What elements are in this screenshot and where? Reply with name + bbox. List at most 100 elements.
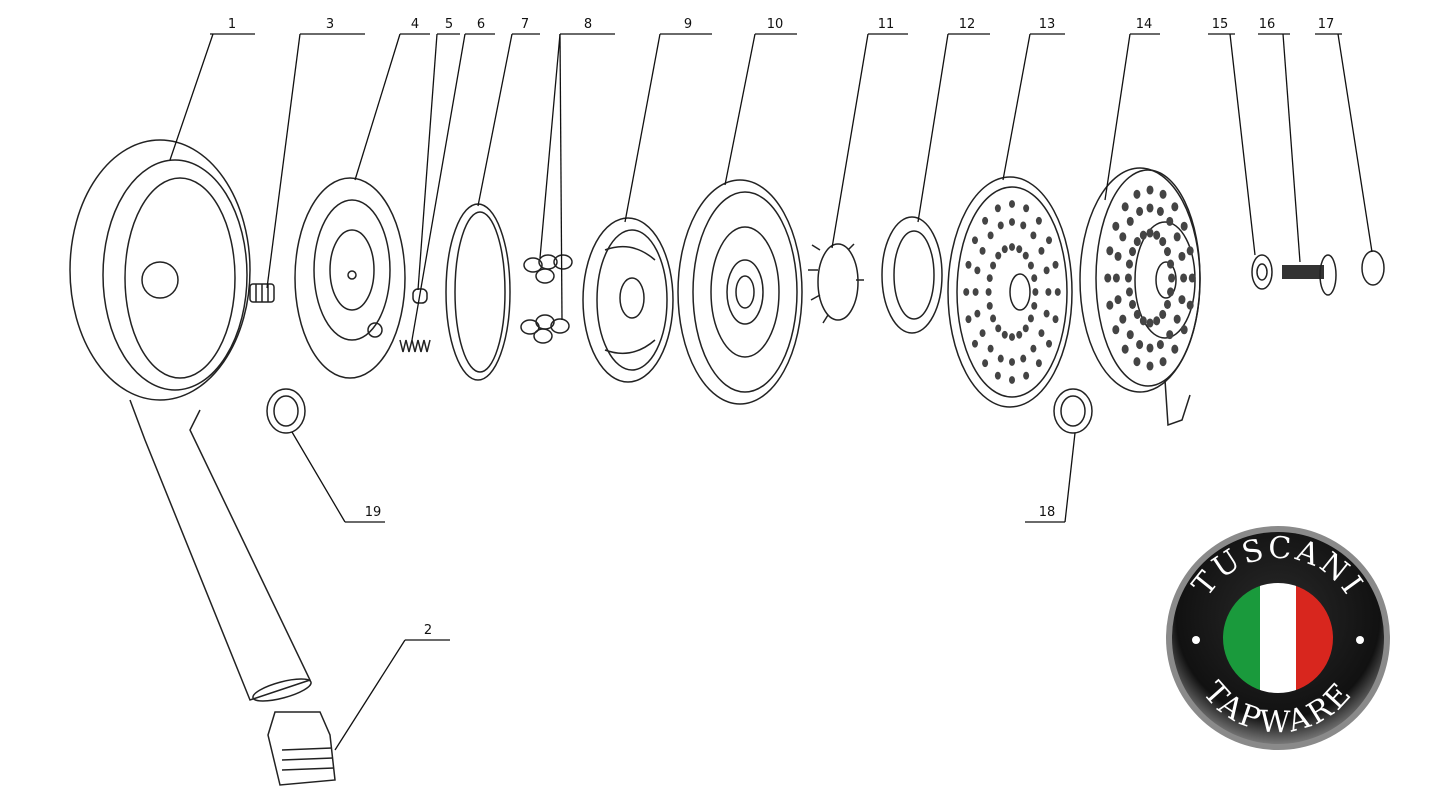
nozzle-hole [1009, 243, 1015, 251]
leader-line [1104, 33, 1131, 201]
nozzle-hole [1156, 206, 1164, 216]
nozzle-hole [982, 359, 989, 368]
nozzle-hole [1133, 237, 1141, 247]
nozzle-hole [965, 260, 972, 269]
part-7-seal-ring [445, 203, 511, 381]
nozzle-hole [1133, 189, 1141, 199]
callout-4: 4 [354, 17, 430, 181]
leader-line [559, 33, 563, 321]
nozzle-hole [1168, 273, 1176, 283]
nozzle-hole [1023, 371, 1030, 380]
callout-8: 8 [539, 17, 615, 321]
nozzle-hole [1136, 206, 1144, 216]
nozzle-hole [1027, 261, 1034, 270]
nozzle-hole [1114, 251, 1122, 261]
nozzle-hole [1009, 376, 1015, 384]
part-number-label: 19 [365, 505, 382, 520]
nozzle-hole [1121, 202, 1129, 212]
nozzle-hole [1046, 339, 1053, 348]
nozzle-hole [1125, 287, 1133, 297]
tuscani-tapware-logo: TUSCANI TAPWARE [1166, 526, 1390, 750]
nozzle-hole [1009, 333, 1015, 341]
nozzle-hole [1030, 344, 1037, 353]
nozzle-hole [1163, 299, 1171, 310]
nozzle-hole [1126, 330, 1134, 340]
nozzle-hole [997, 354, 1004, 363]
nozzle-hole [1159, 309, 1167, 319]
leader-line [417, 33, 438, 291]
nozzle-hole [1159, 357, 1167, 367]
leader-line [831, 33, 869, 249]
nozzle-hole [1038, 329, 1045, 338]
nozzle-hole [990, 261, 997, 270]
nozzle-hole [1020, 354, 1027, 363]
callout-9: 9 [624, 17, 712, 223]
nozzle-hole [1166, 330, 1174, 340]
part-3-nipple [249, 283, 275, 303]
nozzle-hole [974, 309, 981, 318]
nozzle-hole [1023, 204, 1030, 213]
nozzle-hole [1173, 232, 1181, 242]
nozzle-hole [1112, 221, 1120, 231]
part-number-label: 12 [959, 17, 976, 32]
leader-line [1282, 33, 1301, 263]
nozzle-hole [997, 221, 1004, 230]
nozzle-hole [1146, 185, 1154, 195]
nozzle-hole [1052, 260, 1059, 269]
leader-line [1229, 33, 1256, 256]
leader-line [291, 431, 346, 523]
leader-line [354, 33, 401, 181]
callout-6: 6 [411, 17, 495, 341]
part-number-label: 14 [1136, 17, 1153, 32]
nozzle-hole [1119, 314, 1127, 324]
nozzle-hole [1146, 203, 1154, 213]
leader-line [624, 33, 661, 223]
nozzle-hole [972, 288, 979, 296]
nozzle-hole [1027, 314, 1034, 323]
nozzle-hole [979, 329, 986, 338]
part-16-screw [1282, 254, 1337, 296]
nozzle-hole [987, 344, 994, 353]
callout-18: 18 [1025, 432, 1076, 523]
nozzle-hole [982, 216, 989, 225]
callout-15: 15 [1208, 17, 1256, 256]
nozzle-hole [1171, 202, 1179, 212]
nozzle-hole [994, 371, 1001, 380]
leader-line [1002, 33, 1031, 181]
part-number-label: 16 [1259, 17, 1276, 32]
nozzle-hole [1016, 245, 1023, 254]
nozzle-hole [1030, 231, 1037, 240]
nozzle-hole [1125, 259, 1133, 269]
nozzle-hole [986, 274, 993, 282]
leader-line [334, 639, 406, 751]
nozzle-hole [1031, 274, 1038, 282]
nozzle-hole [1001, 245, 1008, 254]
nozzle-hole [965, 315, 972, 324]
nozzle-hole [1159, 189, 1167, 199]
part-number-label: 9 [684, 17, 692, 32]
callout-17: 17 [1315, 17, 1373, 253]
part-4-plate [294, 177, 406, 379]
part-number-label: 18 [1039, 505, 1056, 520]
part-17-cap [1361, 250, 1385, 286]
part-14-face-plate [1079, 167, 1201, 427]
nozzle-hole [1133, 357, 1141, 367]
nozzle-hole [1180, 325, 1188, 335]
nozzle-hole [1104, 273, 1112, 283]
part-2-connector [267, 711, 336, 786]
nozzle-hole [1136, 340, 1144, 350]
nozzle-hole [1139, 230, 1147, 240]
nozzle-hole [1156, 340, 1164, 350]
nozzle-hole [1009, 218, 1015, 226]
callout-19: 19 [291, 431, 385, 523]
part-18-washer [1053, 388, 1093, 434]
nozzle-hole [987, 231, 994, 240]
part-13-nozzle-plate [947, 176, 1073, 408]
nozzle-hole [979, 246, 986, 255]
italian-flag [1223, 583, 1333, 693]
nozzle-hole [1032, 288, 1039, 296]
part-9-disc [582, 217, 674, 383]
part-15-nut [1251, 254, 1273, 290]
nozzle-hole [974, 266, 981, 275]
